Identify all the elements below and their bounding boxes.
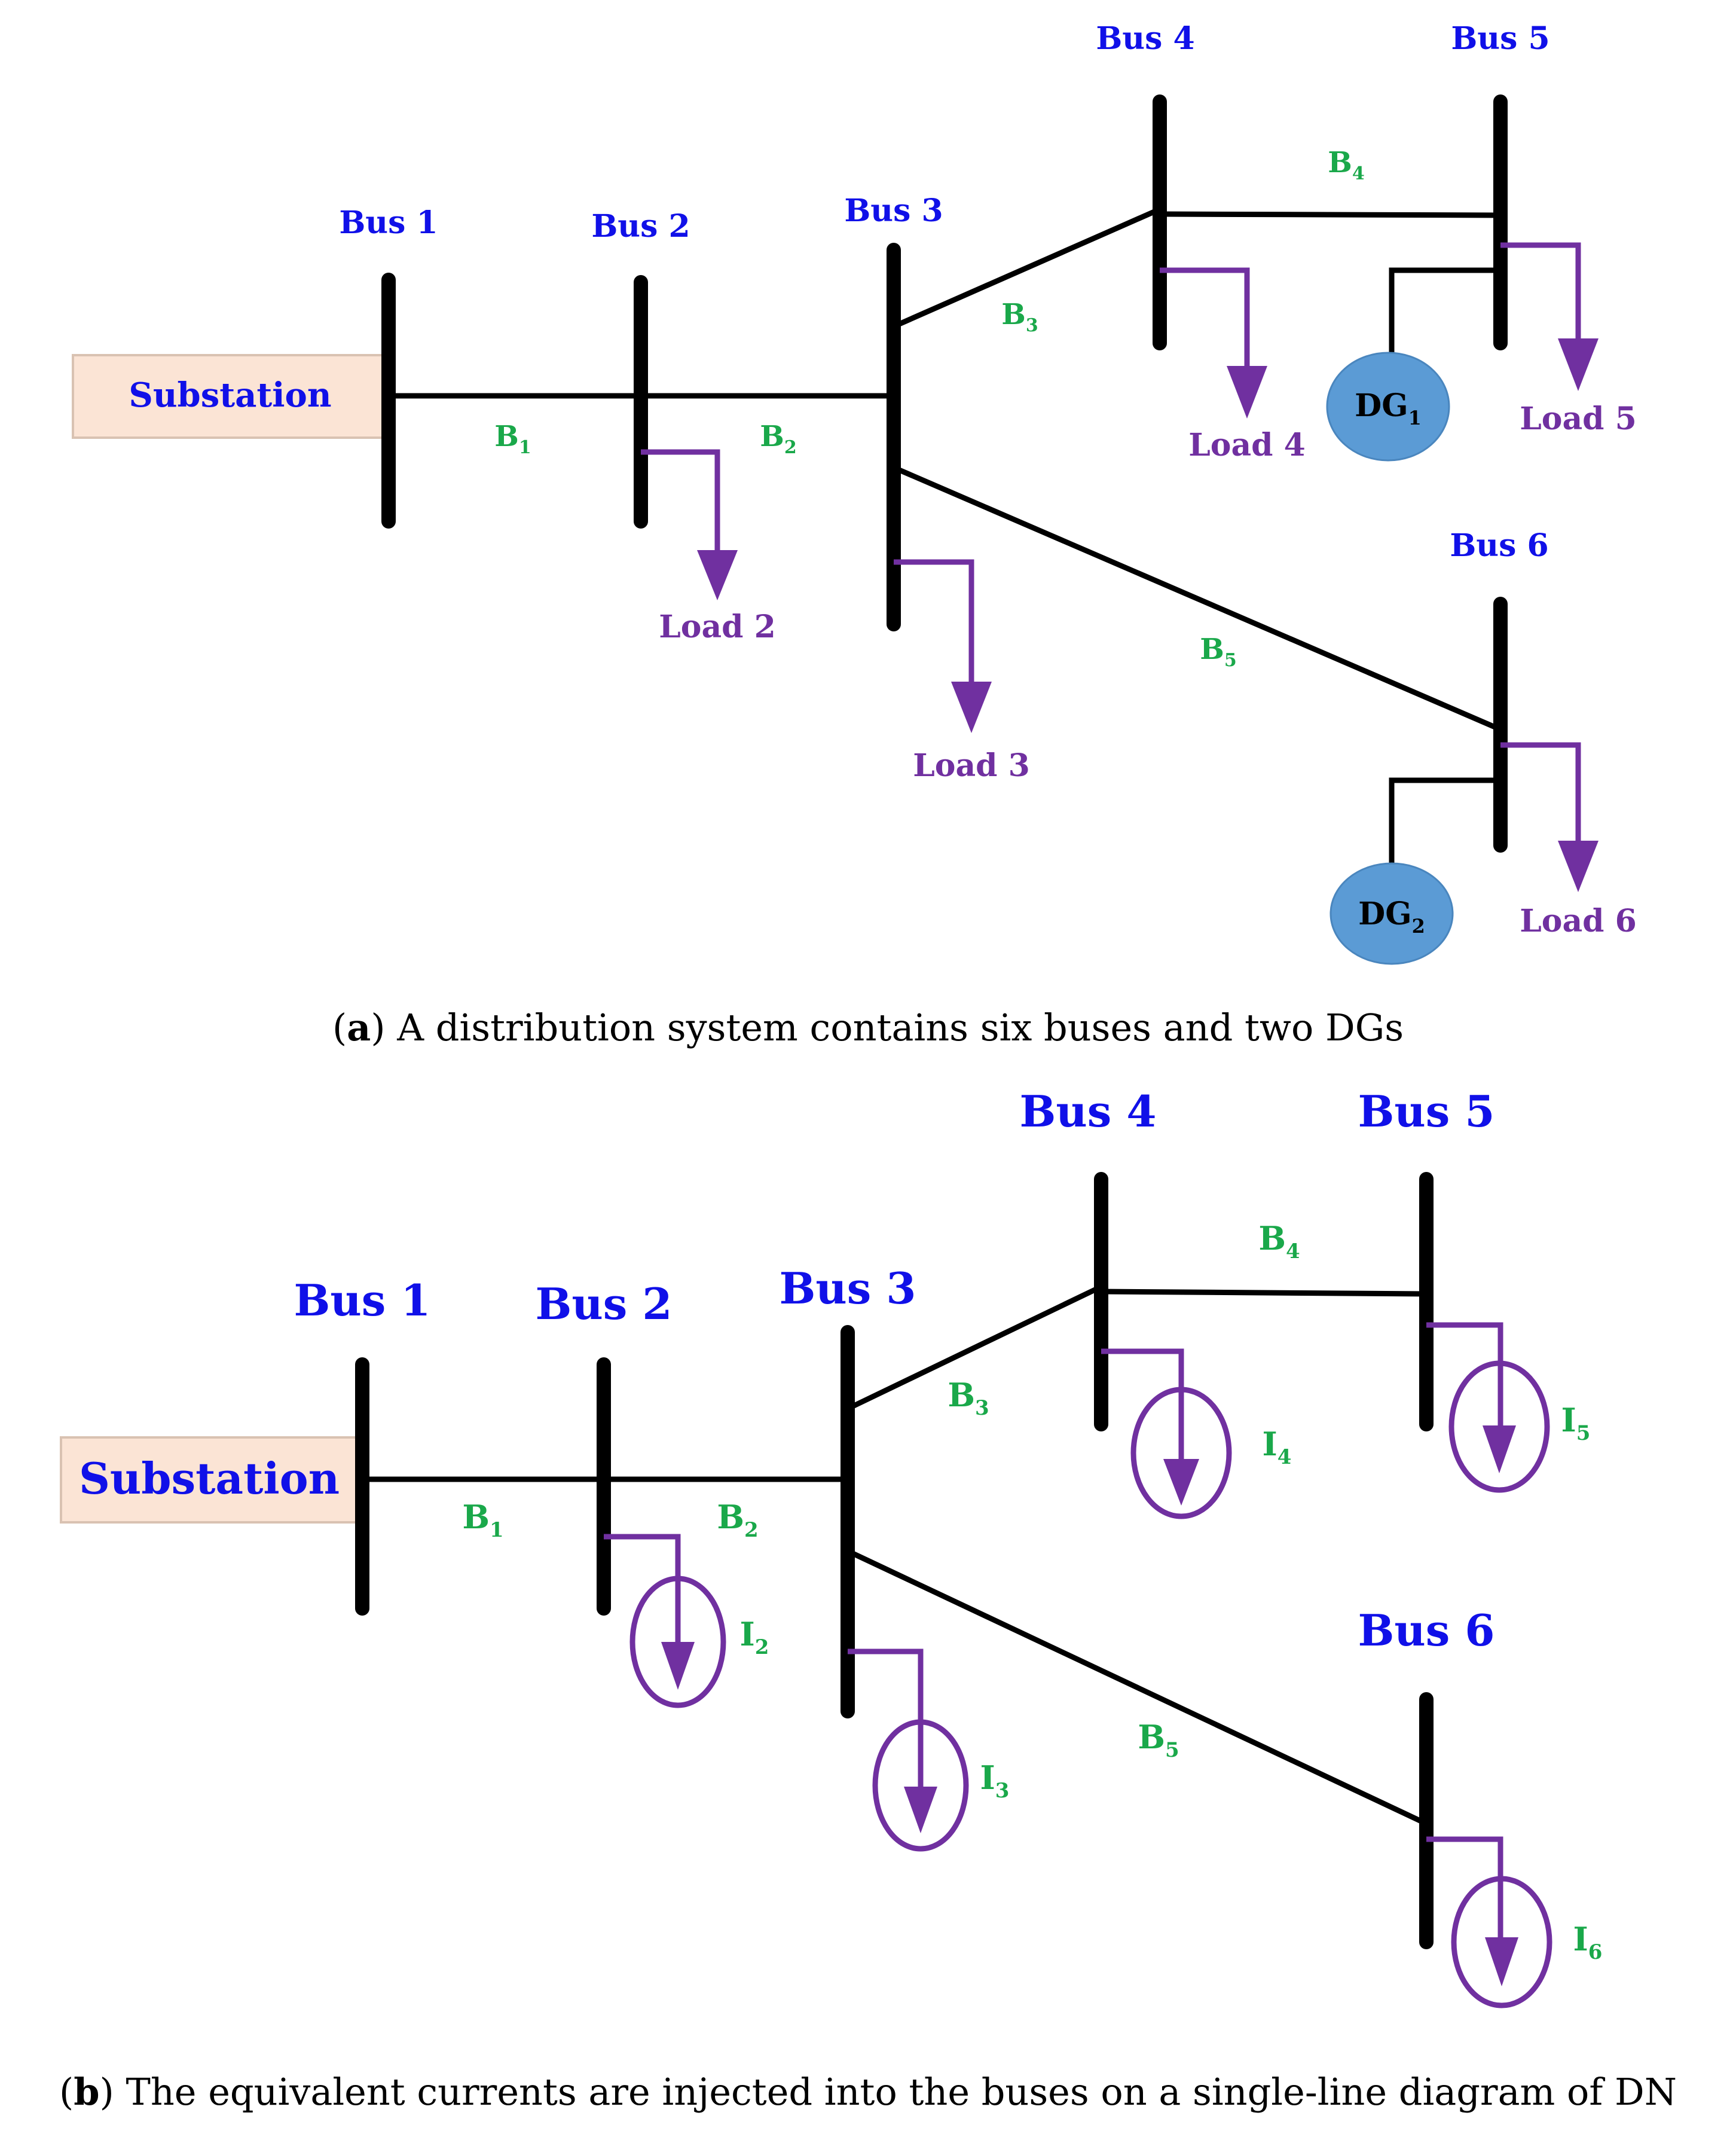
substation-box-b (60, 1436, 360, 1524)
substation-label-b: Substation (79, 1453, 340, 1504)
current-label-4: I4 (1263, 1425, 1292, 1469)
bus-label-6-b: Bus 6 (1358, 1605, 1495, 1656)
load-arrow-icon (1500, 242, 1599, 391)
load-label-3: Load 3 (913, 747, 1030, 784)
bus-label-4-b: Bus 4 (1020, 1086, 1157, 1137)
branch-line-b4-a (1159, 211, 1501, 218)
panel-b: Substation (59, 1086, 1677, 2114)
branch-line-b5-b (846, 1548, 1428, 1827)
substation-box-a (72, 354, 391, 439)
branch-label-b4-b: B4 (1258, 1219, 1300, 1263)
bus-label-1-a: Bus 1 (339, 204, 438, 241)
current-source-icon (848, 1648, 969, 1852)
current-source-icon (604, 1534, 726, 1708)
branch-line-b4-b (1101, 1289, 1427, 1297)
bus-label-2-b: Bus 2 (536, 1278, 673, 1329)
branch-label-b5-a: B5 (1200, 633, 1236, 671)
dg2-connector (1389, 777, 1500, 872)
load-label-6: Load 6 (1520, 903, 1637, 939)
branch-label-b1-b: B1 (462, 1498, 503, 1542)
load-arrow-icon (1160, 267, 1267, 419)
panel-a: Substation (72, 20, 1637, 1049)
bus-label-3-b: Bus 3 (780, 1263, 916, 1314)
load-label-4: Load 4 (1188, 427, 1306, 463)
load-arrow-icon (894, 559, 992, 733)
current-source-icon (1426, 1836, 1552, 2008)
dg2-circle-icon (1329, 862, 1454, 965)
branch-label-b2-b: B2 (717, 1498, 758, 1542)
load-arrow-icon (1500, 742, 1599, 892)
current-label-6: I6 (1573, 1920, 1603, 1964)
dg1-connector (1389, 267, 1500, 358)
branch-line-b3-a (893, 206, 1161, 329)
substation-label-a: Substation (129, 375, 331, 415)
load-arrow-icon (641, 449, 738, 600)
dg2-label: DG2 (1358, 896, 1425, 938)
branch-label-b1-a: B1 (494, 420, 531, 458)
load-label-5: Load 5 (1520, 401, 1637, 437)
branch-label-b2-a: B2 (760, 420, 796, 458)
caption-b: (b) The equivalent currents are injected… (59, 2070, 1677, 2114)
branch-line-b3-b (846, 1284, 1102, 1412)
bus-label-5-a: Bus 5 (1451, 20, 1549, 57)
branch-label-b5-b: B5 (1138, 1718, 1179, 1762)
bus-label-1-b: Bus 1 (294, 1275, 431, 1326)
load-label-2: Load 2 (659, 609, 776, 645)
bus-label-3-a: Bus 3 (844, 193, 943, 229)
bus-label-2-a: Bus 2 (591, 208, 690, 245)
current-source-icon (1101, 1348, 1232, 1519)
dg1-circle-icon (1326, 352, 1450, 462)
current-label-3: I3 (980, 1759, 1010, 1803)
current-source-icon (1426, 1322, 1550, 1493)
bus-label-5-b: Bus 5 (1358, 1086, 1495, 1137)
caption-a: (a) A distribution system contains six b… (332, 1006, 1404, 1049)
bus-label-4-a: Bus 4 (1096, 20, 1194, 57)
dg1-label: DG1 (1355, 387, 1422, 429)
branch-line-b5-a (893, 465, 1502, 732)
branch-label-b3-a: B3 (1001, 298, 1038, 336)
branch-label-b3-b: B3 (948, 1376, 989, 1420)
current-label-5: I5 (1561, 1401, 1591, 1445)
current-label-2: I2 (740, 1615, 769, 1659)
branch-label-b4-a: B4 (1328, 146, 1364, 184)
bus-label-6-a: Bus 6 (1450, 527, 1548, 564)
